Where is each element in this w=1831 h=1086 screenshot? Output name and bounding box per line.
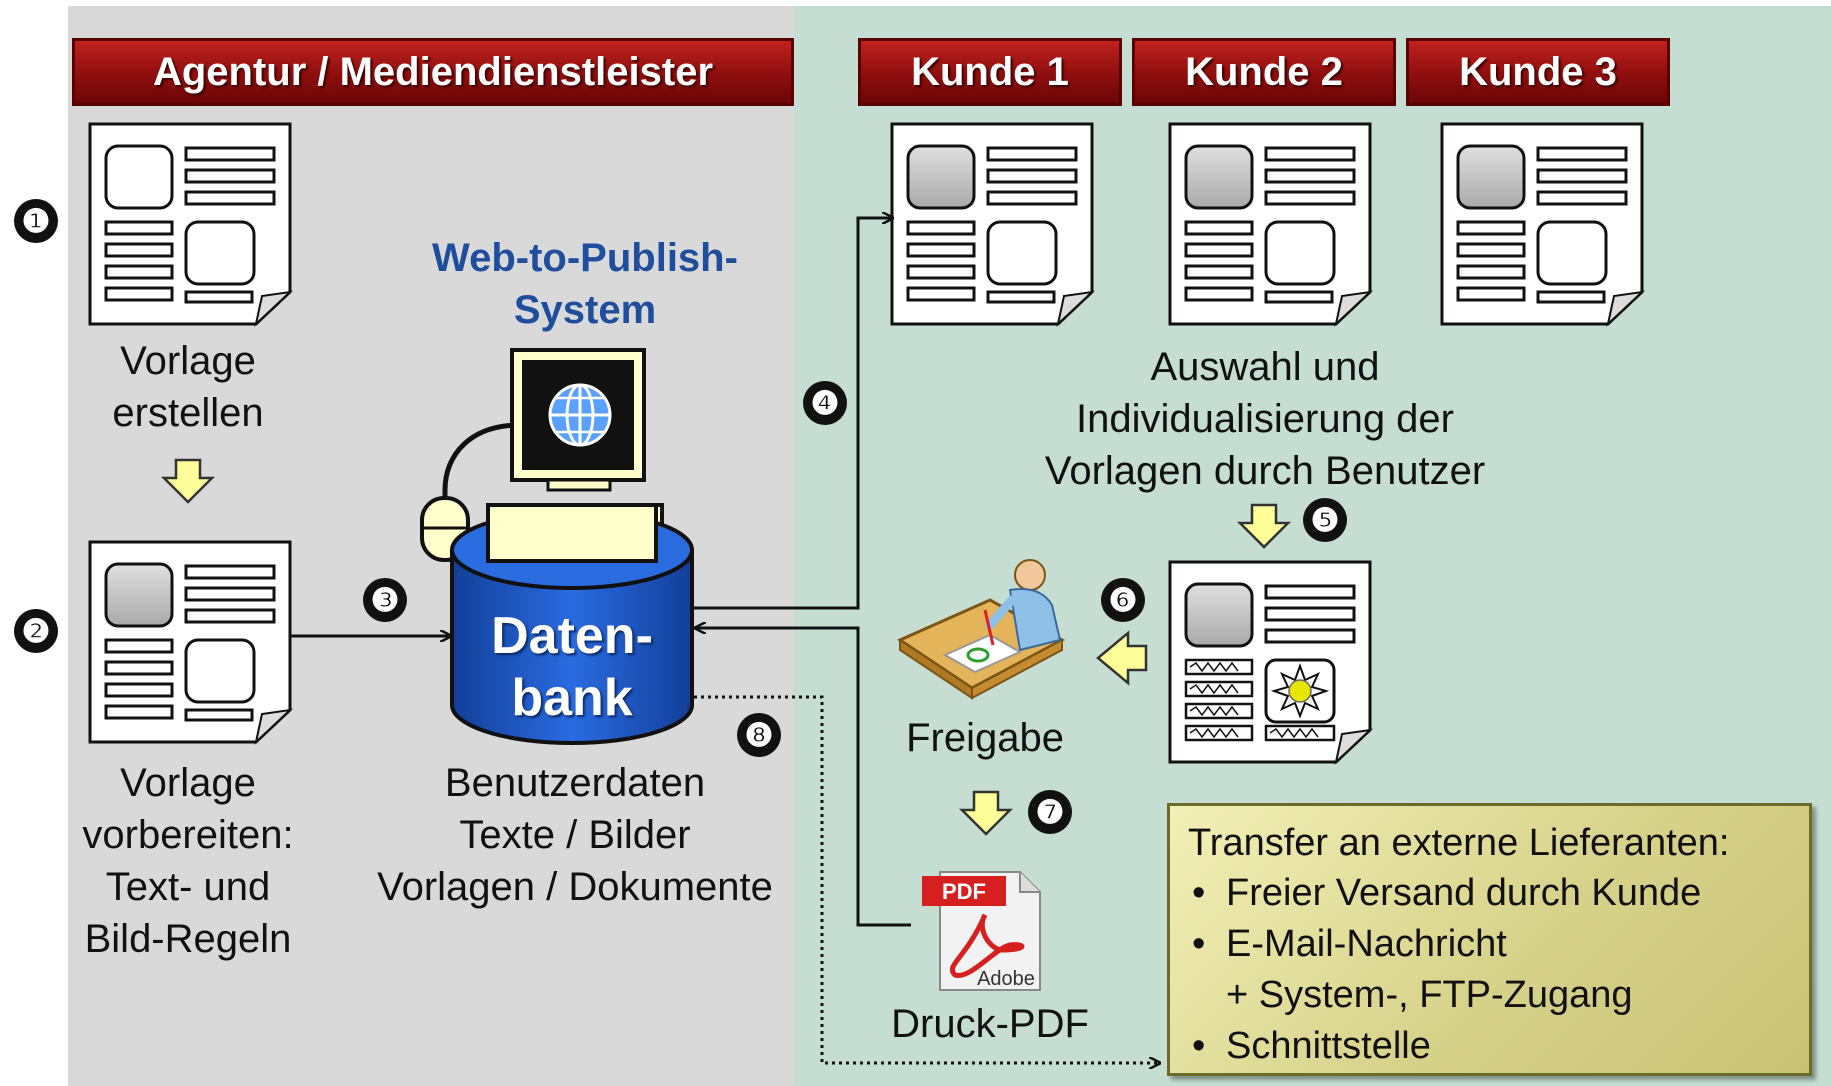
transfer-item-text: Schnittstelle (1226, 1025, 1431, 1067)
arrow-pdf-to-database (695, 628, 911, 927)
arrow-down-icon (960, 790, 1012, 836)
step-8-badge: ❽ (737, 713, 781, 757)
arrow-down-icon (162, 458, 214, 504)
transfer-item: • Freier Versand durch Kunde (1192, 868, 1791, 919)
database-label: Daten- bank (491, 607, 653, 727)
customer-3-document-icon (1440, 122, 1644, 326)
customer-1-header: Kunde 1 (858, 38, 1122, 106)
customer-2-document-icon (1168, 122, 1372, 326)
prepared-template-icon (88, 540, 292, 744)
step1-caption: Vorlage erstellen (112, 339, 264, 435)
pdf-icon-brand: Adobe (977, 968, 1035, 990)
step-6-badge: ❻ (1101, 578, 1145, 622)
arrow-left-icon (1096, 630, 1148, 686)
pdf-icon-label: PDF (942, 879, 986, 904)
template-document-icon (88, 122, 292, 326)
arrow-to-customers (693, 218, 893, 610)
customer-1-document-icon (890, 122, 1094, 326)
transfer-item: • Schnittstelle (1192, 1021, 1791, 1072)
step-3-badge: ❸ (363, 578, 407, 622)
bullet: • (1192, 1025, 1206, 1067)
approval-desk-icon (896, 559, 1066, 700)
step2-caption: Vorlage vorbereiten: Text- und Bild-Rege… (82, 761, 294, 961)
pdf-icon: PDF Adobe (922, 871, 1041, 991)
individualized-document-icon (1168, 560, 1373, 765)
step-5-badge: ❺ (1303, 498, 1347, 542)
transfer-title: Transfer an externe Lieferanten: (1188, 822, 1730, 864)
agency-header: Agentur / Mediendienstleister (72, 38, 794, 106)
bullet: • (1192, 872, 1206, 914)
customer-2-header: Kunde 2 (1132, 38, 1396, 106)
pdf-caption: Druck-PDF (891, 1002, 1089, 1046)
database-caption: Benutzerdaten Texte / Bilder Vorlagen / … (377, 761, 773, 909)
transfer-item-text: Freier Versand durch Kunde (1226, 872, 1702, 914)
transfer-item: • E-Mail-Nachricht + System-, FTP-Zugang (1192, 919, 1791, 1021)
transfer-box: Transfer an externe Lieferanten: • Freier… (1167, 803, 1812, 1076)
approval-caption: Freigabe (906, 716, 1064, 760)
system-title: Web-to-Publish- System (432, 236, 738, 332)
dotted-arrow-to-transfer (694, 695, 1160, 1063)
selection-caption: Auswahl und Individualisierung der Vorla… (1044, 345, 1486, 493)
arrow-down-icon (1238, 503, 1290, 549)
transfer-item-text: E-Mail-Nachricht + System-, FTP-Zugang (1226, 923, 1633, 1016)
step-4-badge: ❹ (803, 381, 847, 425)
bullet: • (1192, 923, 1206, 965)
step-1-badge: ❶ (14, 199, 58, 243)
step-7-badge: ❼ (1028, 790, 1072, 834)
transfer-list: • Freier Versand durch Kunde • E-Mail-Nach… (1188, 868, 1791, 1072)
customer-3-header: Kunde 3 (1406, 38, 1670, 106)
step-2-badge: ❷ (14, 609, 58, 653)
database-icon (450, 503, 694, 745)
